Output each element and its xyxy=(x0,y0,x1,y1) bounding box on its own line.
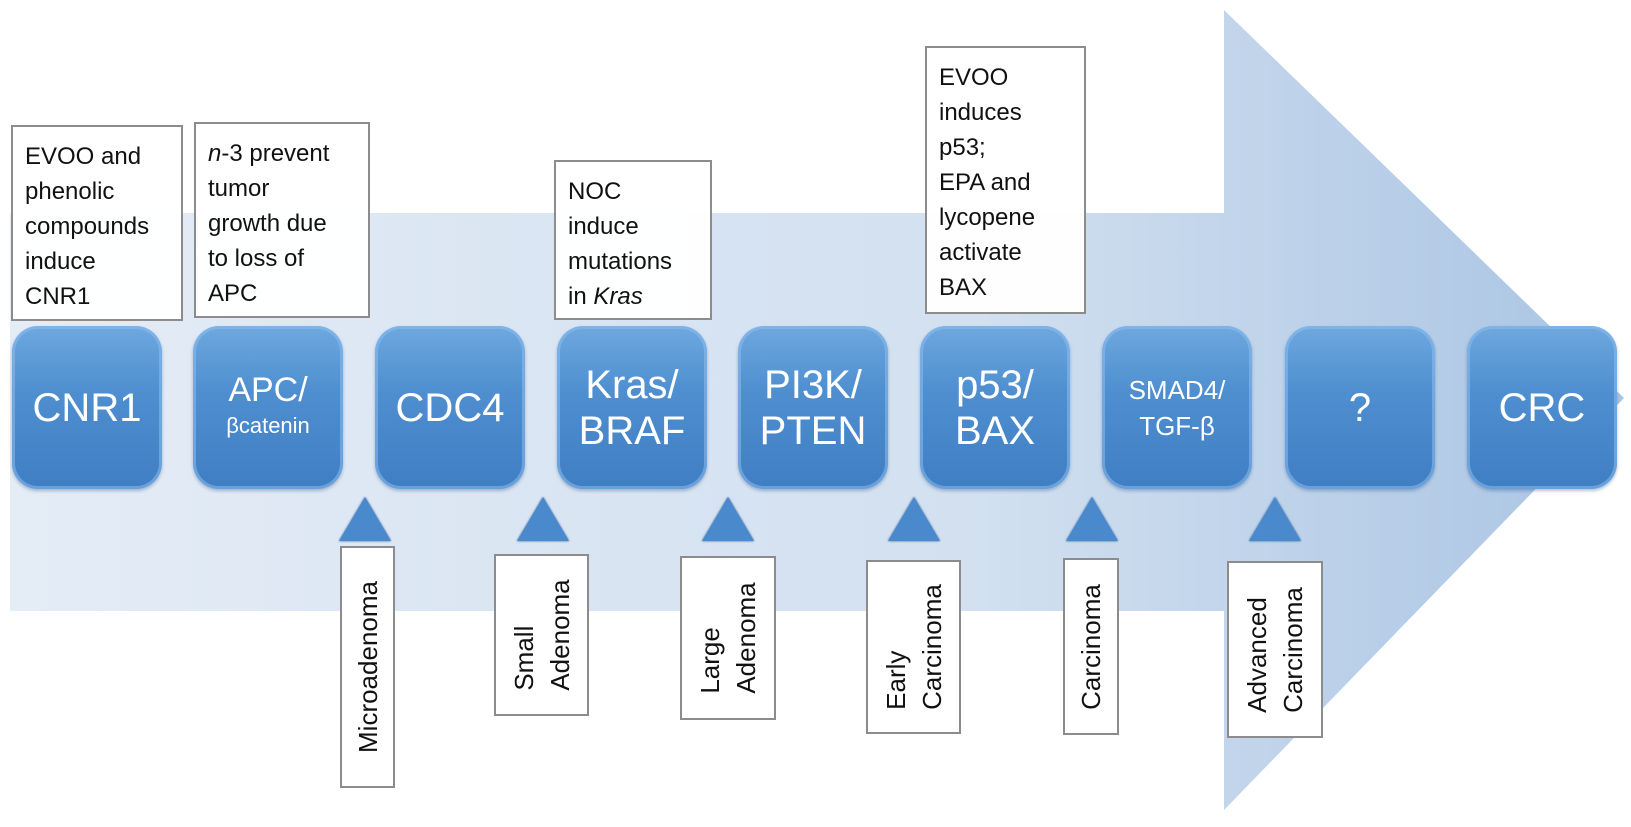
gene-box-kras: Kras/ BRAF xyxy=(557,326,707,489)
stage-label: Adenoma xyxy=(544,579,575,691)
note-cnr1: EVOO and phenolic compounds induce CNR1 xyxy=(11,125,183,321)
note-line: lycopene xyxy=(939,204,1036,231)
gene-box-crc: CRC xyxy=(1467,326,1617,489)
note-line: mutations xyxy=(568,248,673,275)
stage-label: Carcinoma xyxy=(916,584,947,710)
gene-label: CDC4 xyxy=(395,385,505,430)
note-line: NOC xyxy=(568,178,622,205)
note-line: compounds xyxy=(25,213,150,240)
gene-label: BRAF xyxy=(578,408,686,453)
note-apc: n-3 prevent tumor growth due to loss of … xyxy=(194,122,370,318)
note-line: tumor xyxy=(208,175,270,202)
gene-box-cdc4: CDC4 xyxy=(375,326,525,489)
gene-box-unknown: ? xyxy=(1285,326,1435,489)
note-line: n-3 prevent xyxy=(208,136,358,171)
note-line: EVOO xyxy=(939,64,1009,91)
stage-label: Advanced xyxy=(1242,596,1272,713)
stage-marker-triangle xyxy=(702,497,754,541)
stage-box-advanced-carcinoma: Advanced Carcinoma xyxy=(1227,561,1323,738)
gene-label: Kras/ xyxy=(585,362,679,407)
stage-marker-triangle xyxy=(517,497,569,541)
stage-label: Adenoma xyxy=(731,582,761,694)
gene-box-apc: APC/ βcatenin xyxy=(193,326,343,489)
note-kras: NOC induce mutations in Kras xyxy=(554,160,712,320)
note-text: -3 prevent xyxy=(221,140,330,167)
note-line: in Kras xyxy=(568,279,700,314)
note-line: EVOO and xyxy=(25,143,142,170)
stage-label: Early xyxy=(880,650,911,710)
note-line: phenolic xyxy=(25,178,115,205)
note-line: activate xyxy=(939,239,1022,266)
stage-marker-triangle xyxy=(339,497,391,541)
stage-marker-triangle xyxy=(1066,497,1118,541)
note-line: EPA and xyxy=(939,169,1031,196)
stage-box-microadenoma: Microadenoma xyxy=(340,546,395,788)
stage-box-early-carcinoma: Early Carcinoma xyxy=(866,560,961,734)
stage-box-carcinoma: Carcinoma xyxy=(1063,558,1119,735)
gene-label: APC/ xyxy=(228,370,308,409)
note-p53: EVOO induces p53; EPA and lycopene activ… xyxy=(925,46,1086,314)
stage-marker-triangle xyxy=(1249,497,1301,541)
gene-label: CNR1 xyxy=(32,385,142,430)
note-line: to loss of xyxy=(208,245,305,272)
stage-label: Microadenoma xyxy=(352,581,383,753)
stage-box-large-adenoma: Large Adenoma xyxy=(680,556,776,720)
gene-label: BAX xyxy=(954,408,1036,453)
gene-box-smad4: SMAD4/ TGF-β xyxy=(1102,326,1252,489)
gene-label: p53/ xyxy=(956,362,1034,407)
stage-label: Carcinoma xyxy=(1278,586,1308,713)
gene-box-p53: p53/ BAX xyxy=(920,326,1070,489)
note-line: BAX xyxy=(939,274,988,301)
note-line: induces xyxy=(939,99,1022,126)
stage-label: Small xyxy=(508,625,539,691)
stage-marker-triangle xyxy=(888,497,940,541)
gene-label: PI3K/ xyxy=(764,362,862,407)
gene-label: TGF-β xyxy=(1139,410,1215,441)
note-text: in xyxy=(568,283,594,310)
gene-label: PTEN xyxy=(759,408,867,453)
gene-sublabel: βcatenin xyxy=(226,412,310,438)
gene-box-cnr1: CNR1 xyxy=(12,326,162,489)
note-italic: n xyxy=(208,140,222,167)
note-line: induce xyxy=(568,213,639,240)
note-line: CNR1 xyxy=(25,283,91,310)
note-line: APC xyxy=(208,280,258,307)
note-line: growth due xyxy=(208,210,327,237)
stage-label: Large xyxy=(695,627,725,694)
note-italic: Kras xyxy=(593,283,643,310)
note-line: induce xyxy=(25,248,96,275)
gene-label: ? xyxy=(1348,385,1372,430)
gene-label: SMAD4/ xyxy=(1128,374,1226,405)
note-line: p53; xyxy=(939,134,986,161)
stage-label: Carcinoma xyxy=(1076,583,1106,710)
stage-box-small-adenoma: Small Adenoma xyxy=(494,554,589,716)
gene-box-pi3k: PI3K/ PTEN xyxy=(738,326,888,489)
gene-label: CRC xyxy=(1498,385,1586,430)
